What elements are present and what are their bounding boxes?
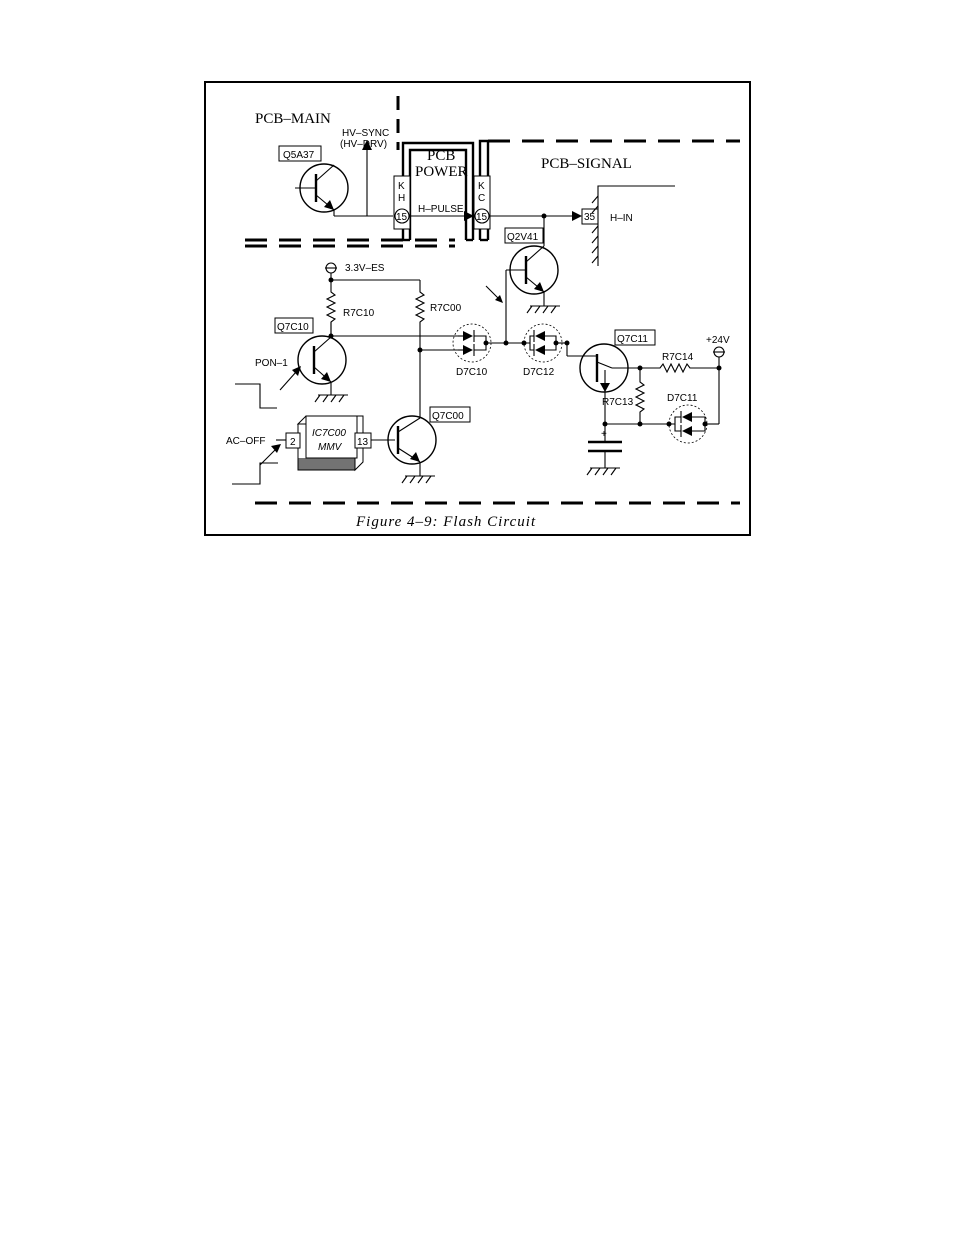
label-q5a37: Q5A37: [283, 150, 315, 161]
connector-kh-pin: 15: [396, 212, 408, 223]
label-r7c10: R7C10: [343, 308, 375, 319]
region-label-power-2: POWER: [415, 164, 468, 180]
h-in-arrow: [572, 211, 582, 221]
diode-pair-d7c12: D7C12: [523, 324, 562, 378]
label-pon: PON–1: [255, 358, 288, 369]
label-q7c11: Q7C11: [617, 334, 648, 345]
transistor-q5a37: Q5A37: [279, 146, 393, 216]
connector-kh-letter-k: K: [398, 181, 405, 192]
label-ic-pin-out: 13: [357, 437, 369, 448]
label-3v3: 3.3V–ES: [345, 263, 385, 274]
resistor-r7c14: R7C14: [640, 352, 719, 372]
junction: [667, 422, 672, 427]
label-ac-off: AC–OFF: [226, 436, 265, 447]
connector-kc: K C 15: [474, 176, 490, 229]
label-ic-pin-in: 2: [290, 437, 296, 448]
resistor-r7c10: R7C10: [327, 280, 375, 336]
connector-kh-letter-h: H: [398, 193, 405, 204]
label-q7c00: Q7C00: [432, 411, 464, 422]
label-h-pulse: H–PULSE: [418, 204, 464, 215]
junction: [504, 341, 509, 346]
label-hv-drv: (HV–DRV): [340, 139, 387, 150]
label-q2v41: Q2V41: [507, 232, 539, 243]
pcb-signal-edge: [592, 186, 675, 266]
label-d7c12: D7C12: [523, 367, 555, 378]
connector-kc-letter-c: C: [478, 193, 485, 204]
label-ic7c00: IC7C00: [312, 428, 346, 439]
region-label-signal: PCB–SIGNAL: [541, 156, 632, 172]
region-label-main: PCB–MAIN: [255, 111, 331, 127]
transistor-q2v41: Q2V41: [486, 216, 560, 343]
ic-ic7c00: IC7C00 MMV 2 13 AC–OFF: [226, 416, 371, 484]
transistor-q7c10: Q7C10 PON–1: [235, 318, 348, 408]
label-r7c00: R7C00: [430, 303, 462, 314]
label-h-in: H–IN: [610, 213, 633, 224]
label-cap-plus: +: [601, 429, 607, 440]
figure-caption: Figure 4–9: Flash Circuit: [355, 514, 536, 530]
label-d7c11: D7C11: [667, 393, 698, 404]
connector-h-in-pin: 35: [584, 212, 596, 223]
supply-24v: +24V: [706, 335, 730, 424]
supply-3v3: 3.3V–ES: [325, 263, 420, 283]
resistor-r7c00: R7C00: [416, 280, 462, 350]
label-ic-mmv: MMV: [318, 442, 343, 453]
label-r7c13: R7C13: [602, 397, 634, 408]
transistor-q7c11: Q7C11 R7C13: [580, 330, 655, 424]
diode-pair-d7c10: D7C10: [453, 324, 491, 378]
junction: [638, 422, 643, 427]
resistor-r7c13: [636, 368, 644, 424]
hv-sync-line: HV–SYNC (HV–DRV): [340, 128, 389, 216]
diode-pair-d7c11: D7C11: [667, 393, 719, 443]
label-hv-sync: HV–SYNC: [342, 128, 389, 139]
label-24v: +24V: [706, 335, 730, 346]
connector-kc-pin: 15: [476, 212, 488, 223]
connector-kh: K H 15: [394, 176, 410, 229]
label-d7c10: D7C10: [456, 367, 488, 378]
connector-kc-letter-k: K: [478, 181, 485, 192]
label-q7c10: Q7C10: [277, 322, 309, 333]
capacitor: +: [587, 424, 622, 475]
region-label-power-1: PCB: [427, 148, 455, 164]
label-r7c14: R7C14: [662, 352, 694, 363]
